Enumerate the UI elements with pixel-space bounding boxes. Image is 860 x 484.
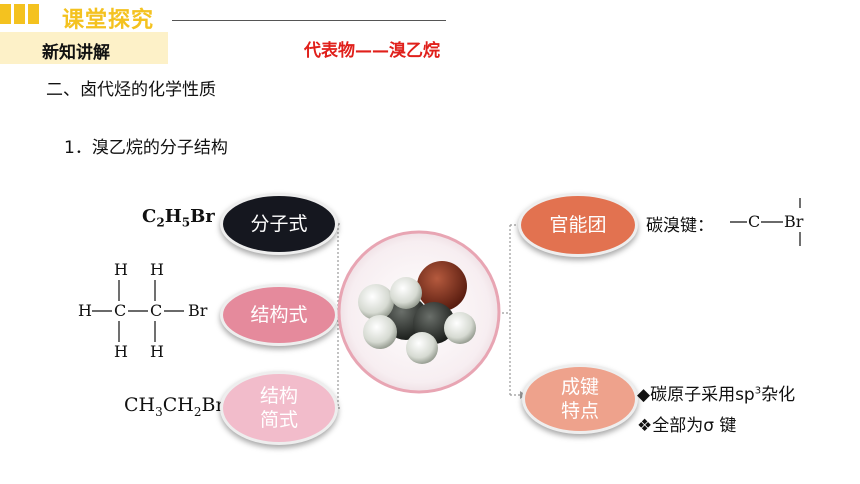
structural-bonds: [92, 280, 184, 342]
atom-h: H: [78, 301, 92, 320]
functional-group-oval: 官能团: [518, 193, 638, 257]
atom-h: H: [150, 260, 164, 279]
section-tag: 新知讲解: [42, 43, 110, 63]
oval-label: 成键特点: [560, 376, 599, 422]
sp3-hybridization-text: ◆碳原子采用sp3杂化: [637, 385, 796, 405]
condensed-formula-oval: 结构简式: [220, 371, 338, 445]
subsection-title: 1．溴乙烷的分子结构: [64, 138, 228, 158]
oval-label: 官能团: [549, 214, 607, 236]
structural-formula: H H H C C Br H H: [78, 258, 228, 362]
bond-characteristics-oval: 成键特点: [522, 364, 638, 434]
ball-and-stick-model-image: [337, 230, 501, 394]
header-bars-icon: [0, 4, 39, 24]
oval-label: 分子式: [250, 213, 308, 235]
oval-label: 结构式: [250, 304, 308, 326]
atom-br: Br: [784, 212, 804, 231]
section-title: 二、卤代烃的化学性质: [46, 80, 216, 100]
cbr-bond-label: 碳溴键：: [646, 216, 714, 236]
clover-bullet-icon: ❖: [637, 416, 653, 436]
atom-h: H: [114, 342, 128, 361]
diamond-bullet-icon: ◆: [637, 385, 651, 405]
molecular-formula: C2H5Br: [142, 206, 215, 230]
cbr-bond-structure: C Br: [728, 198, 808, 246]
atom-c: C: [114, 301, 127, 320]
atom-c: C: [748, 212, 761, 231]
representative-title: 代表物——溴乙烷: [304, 41, 440, 61]
atom-h: H: [114, 260, 128, 279]
section-tag-background: [0, 32, 168, 64]
molecular-formula-oval: 分子式: [220, 193, 338, 255]
atom-br: Br: [188, 301, 208, 320]
structural-formula-oval: 结构式: [220, 284, 338, 346]
sigma-bond-text: ❖全部为σ 键: [637, 416, 737, 436]
header-divider: [172, 20, 446, 21]
atom-c: C: [150, 301, 163, 320]
header-title: 课堂探究: [62, 8, 155, 33]
cbr-bonds: [730, 198, 801, 246]
condensed-formula: CH3CH2Br: [124, 394, 225, 419]
atom-h: H: [150, 342, 164, 361]
oval-label: 结构简式: [259, 385, 298, 431]
